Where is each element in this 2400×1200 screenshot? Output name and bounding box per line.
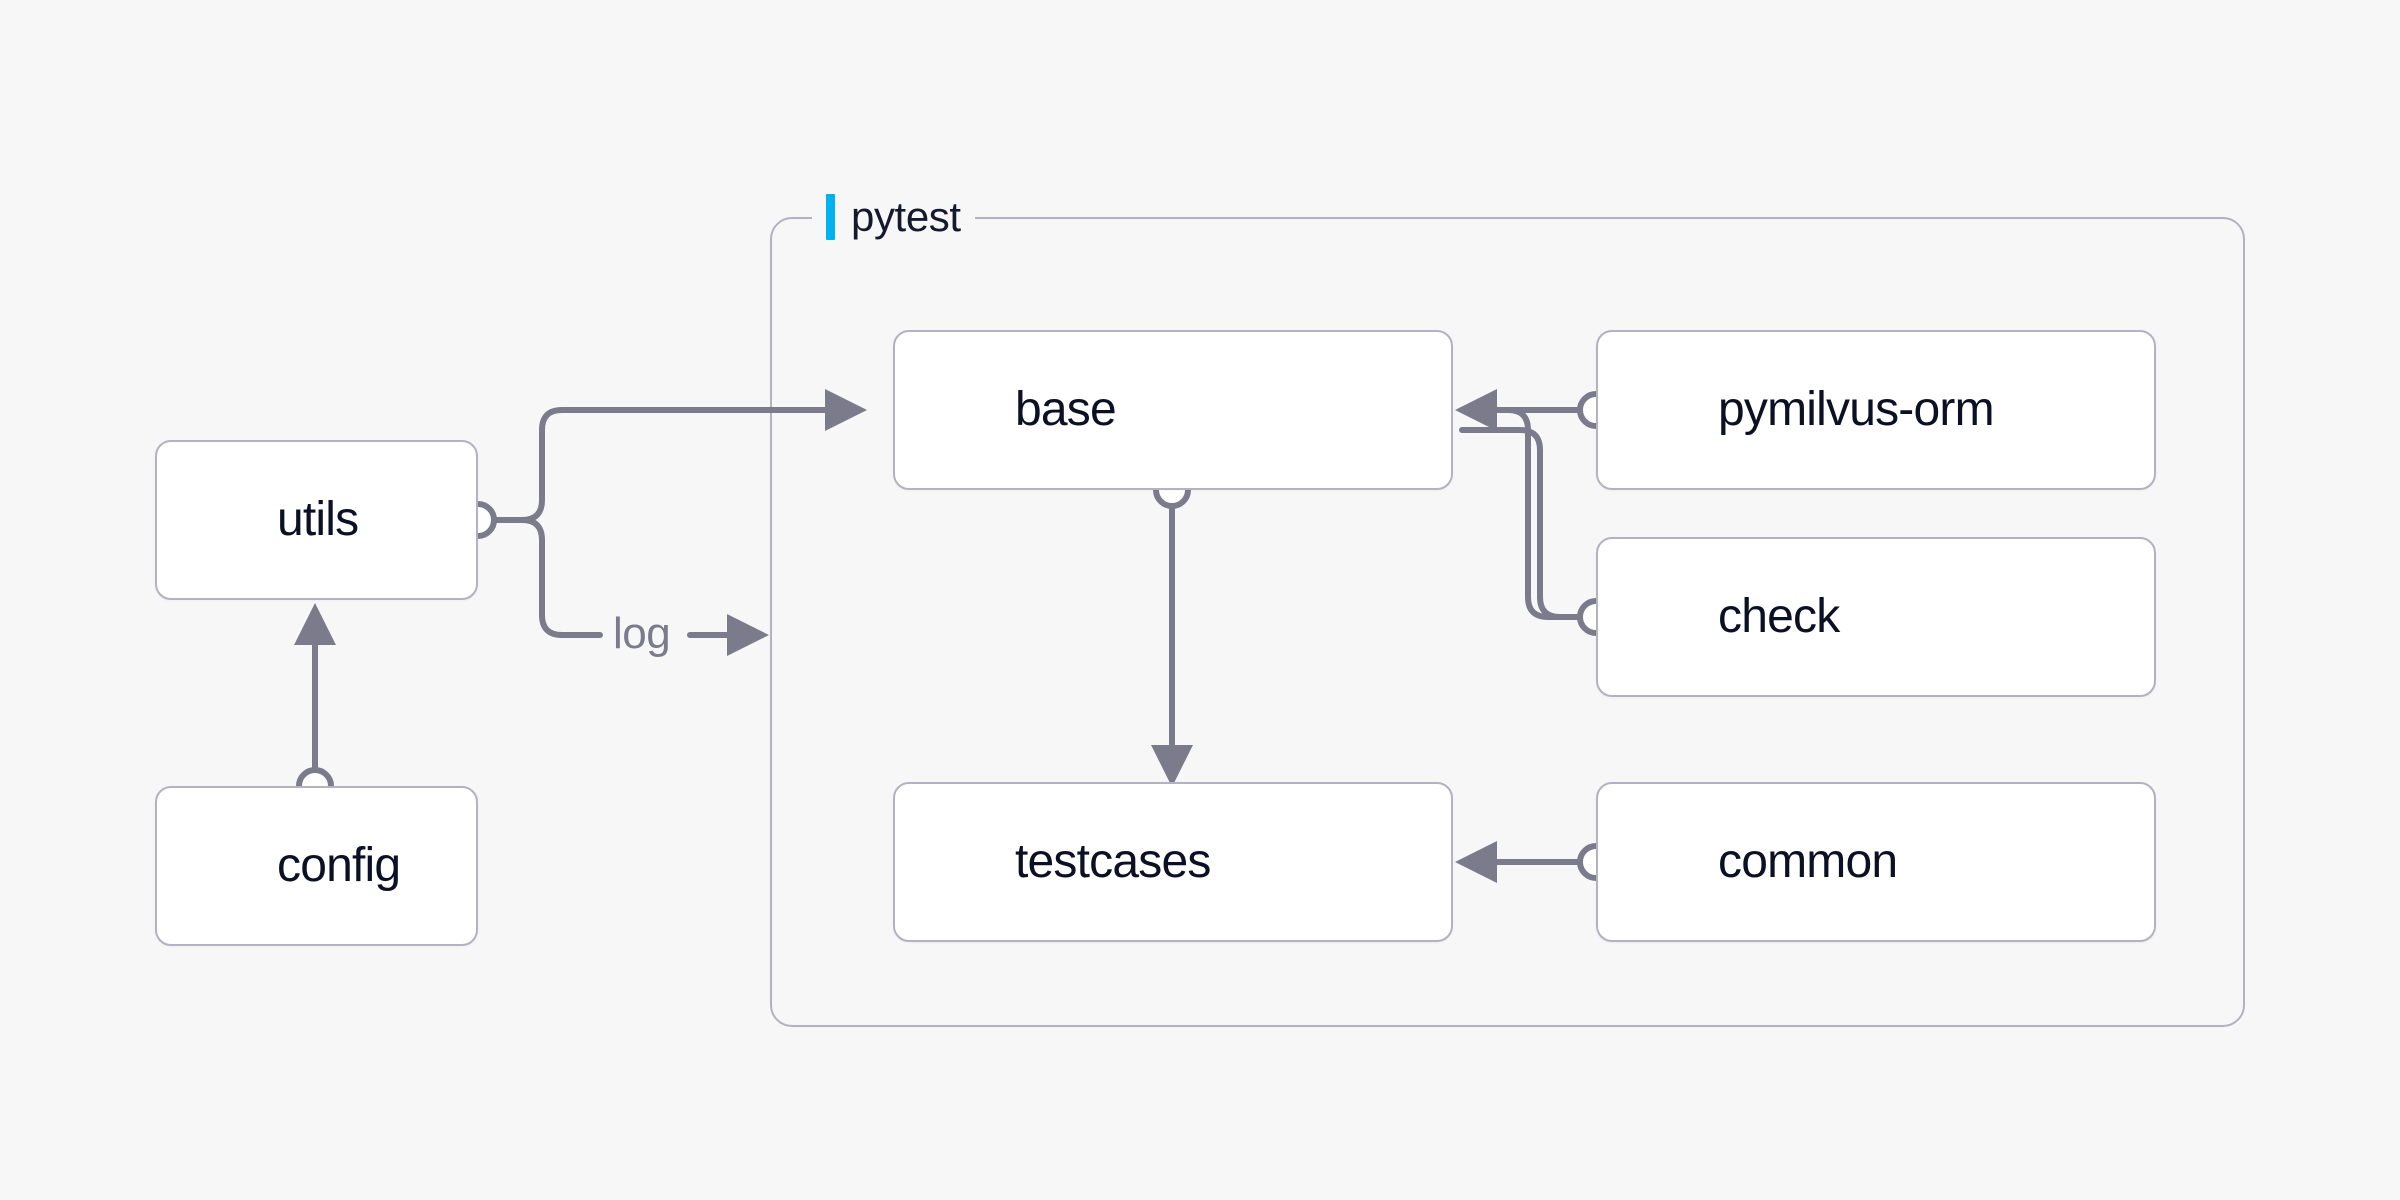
group-label-pytest: pytest <box>812 190 975 244</box>
node-pymilvus-orm[interactable]: pymilvus-orm <box>1596 330 2156 490</box>
node-utils[interactable]: utils <box>155 440 478 600</box>
edge-label-log: log <box>603 612 681 656</box>
group-label-text: pytest <box>851 193 961 240</box>
accent-bar-icon <box>826 194 835 240</box>
node-label-config: config <box>277 839 401 892</box>
node-label-utils: utils <box>277 493 359 546</box>
edge-utils-to-log <box>490 517 603 638</box>
node-label-common: common <box>1718 835 1898 888</box>
node-base[interactable]: base <box>893 330 1453 490</box>
group-container-pytest[interactable] <box>770 217 2245 1027</box>
node-label-check: check <box>1718 590 1840 643</box>
node-config[interactable]: config <box>155 786 478 946</box>
node-label-base: base <box>1015 383 1117 436</box>
node-label-pymilvus-orm: pymilvus-orm <box>1718 383 1995 436</box>
node-testcases[interactable]: testcases <box>893 782 1453 942</box>
node-check[interactable]: check <box>1596 537 2156 697</box>
node-label-testcases: testcases <box>1015 835 1211 888</box>
node-common[interactable]: common <box>1596 782 2156 942</box>
